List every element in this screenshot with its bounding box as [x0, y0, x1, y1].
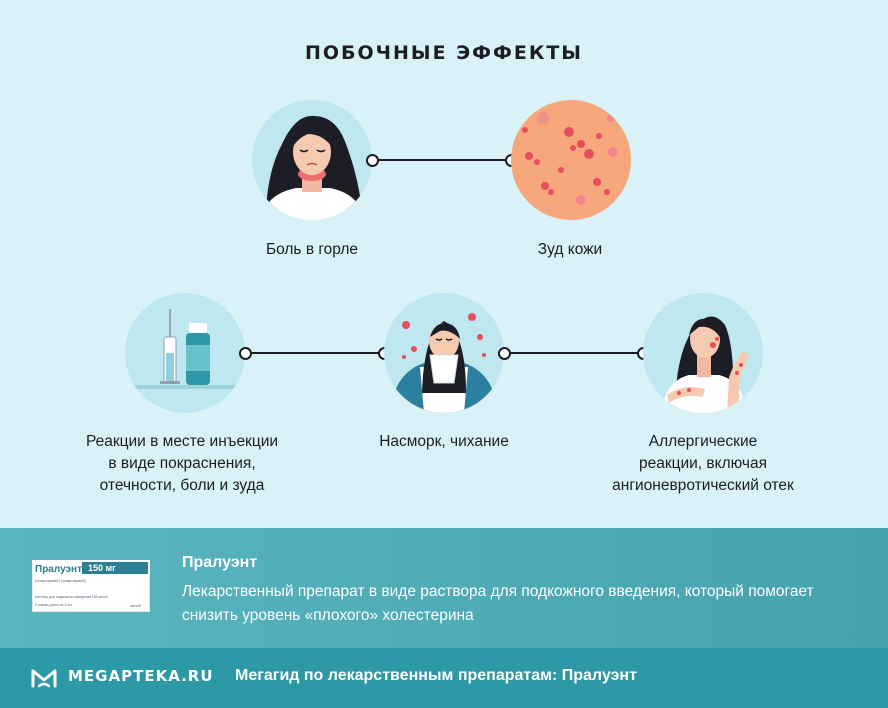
footer-band: MEGAPTEKA.RU Мегагид по лекарственным пр…: [0, 648, 888, 708]
injection-illustration: [125, 293, 245, 413]
box-inn: (алирокумаб) (алирокумаб): [35, 578, 87, 583]
caption-allergic: Аллергические реакции, включая ангионевр…: [612, 433, 794, 494]
connector-dot: [366, 154, 379, 167]
guide-title: Мегагид по лекарственным препаратам: Пра…: [235, 667, 637, 684]
box-maker: sanofi: [130, 603, 141, 608]
itchy-skin-illustration: [511, 100, 631, 220]
connector-dot: [498, 347, 511, 360]
product-description: Лекарственный препарат в виде раствора д…: [182, 583, 814, 624]
caption-sore-throat: Боль в горле: [265, 241, 359, 258]
box-count: 2 шприц-ручки по 1 мл: [35, 603, 72, 607]
box-dose: 150 мг: [88, 563, 116, 573]
box-form: раствор для подкожного введения 150 мг/м…: [35, 595, 108, 599]
caption-injection-site: Реакции в месте инъекции в виде покрасне…: [85, 433, 279, 494]
sore-throat-illustration: [252, 100, 372, 220]
runny-nose-illustration: [384, 293, 504, 413]
connector-line: [372, 159, 510, 161]
caption-itchy-skin: Зуд кожи: [537, 241, 603, 258]
page-title: ПОБОЧНЫЕ ЭФФЕКТЫ: [304, 42, 583, 64]
caption-runny-nose: Насморк, чихание: [379, 433, 509, 450]
allergic-reaction-illustration: [643, 293, 763, 413]
connector-line: [245, 352, 383, 354]
product-name: Пралуэнт: [182, 554, 258, 571]
connector-dot: [239, 347, 252, 360]
connector-line: [504, 352, 642, 354]
megapteka-logo-icon[interactable]: [30, 666, 58, 690]
box-product-name: Пралуэнт: [35, 564, 82, 575]
product-box-image: Пралуэнт 150 мг (алирокумаб) (алирокумаб…: [31, 559, 151, 613]
product-band: Пралуэнт 150 мг (алирокумаб) (алирокумаб…: [0, 528, 888, 648]
brand-name[interactable]: MEGAPTEKA.RU: [68, 667, 214, 685]
